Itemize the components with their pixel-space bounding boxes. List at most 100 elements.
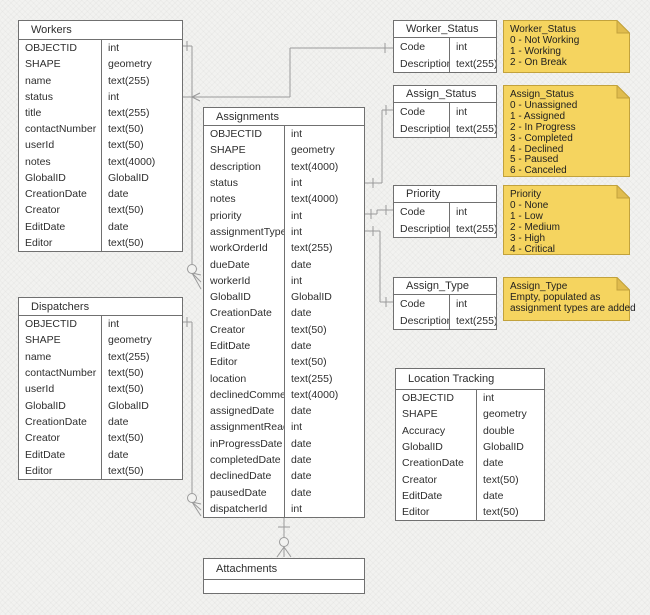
table-row: SHAPE geometry <box>19 332 182 348</box>
note-shape <box>503 277 630 321</box>
field-name: Code <box>400 40 426 53</box>
connector-assignments-status-to-assign-status-code[interactable] <box>365 105 393 188</box>
field-type: text(255) <box>456 122 496 135</box>
field-name: Editor <box>25 236 53 249</box>
note-fold-corner-icon <box>616 85 630 99</box>
table-attachments[interactable]: Attachments <box>203 558 365 594</box>
field-name: GlobalID <box>25 171 66 184</box>
column-divider <box>101 40 102 251</box>
note-body <box>503 85 630 177</box>
note-line: 0 - Not Working <box>510 34 580 46</box>
field-name: pausedDate <box>210 486 267 499</box>
column-divider <box>476 390 477 521</box>
field-type: text(50) <box>108 367 144 380</box>
field-type: date <box>483 489 504 502</box>
field-type: int <box>291 502 303 515</box>
note-fold-corner-icon <box>616 277 630 291</box>
column-divider <box>449 103 450 137</box>
field-type: int <box>483 392 495 405</box>
connector-workers-objectid-to-assignments-workerid[interactable] <box>183 41 202 290</box>
connector-segment <box>191 272 202 290</box>
field-type: date <box>291 437 312 450</box>
connector-segment <box>276 546 285 558</box>
field-name: SHAPE <box>210 144 246 157</box>
field-name: Editor <box>210 356 238 369</box>
table-row: Description text(255) <box>394 120 496 137</box>
field-name: OBJECTID <box>25 318 77 331</box>
field-name: SHAPE <box>25 334 61 347</box>
field-name: notes <box>210 193 236 206</box>
field-name: EditDate <box>25 220 66 233</box>
column-divider <box>101 316 102 479</box>
field-type: text(50) <box>108 123 144 136</box>
note-shape <box>503 185 630 255</box>
field-name: Description <box>400 314 449 327</box>
zero-or-many-circle-icon <box>279 537 289 547</box>
table-title: Assign_Status <box>394 86 496 103</box>
connector-assignments-to-attachments[interactable] <box>276 516 292 558</box>
field-name: Description <box>400 122 449 135</box>
field-type: date <box>291 307 312 320</box>
field-name: Code <box>400 105 426 118</box>
note-title: Assign_Type <box>510 281 568 292</box>
table-title: Attachments <box>204 559 364 580</box>
field-type: geometry <box>108 334 152 347</box>
field-name: contactNumber <box>25 367 97 380</box>
connector-workers-status-to-worker-status-code[interactable] <box>183 43 393 102</box>
field-type: date <box>291 405 312 418</box>
field-name: inProgressDate <box>210 437 283 450</box>
field-type: int <box>291 177 303 190</box>
field-type: text(255) <box>291 372 333 385</box>
note-title: Assign_Status <box>510 89 574 100</box>
field-name: Editor <box>25 464 53 477</box>
field-type: text(50) <box>483 473 519 486</box>
table-row: inProgressDate date <box>204 436 364 452</box>
field-name: Description <box>400 57 449 70</box>
connector-assignments-priority-to-priority-code[interactable] <box>365 205 393 219</box>
note-line: 1 - Assigned <box>510 110 566 122</box>
field-type: date <box>291 486 312 499</box>
field-type: date <box>483 457 504 470</box>
table-row: pausedDate date <box>204 485 364 501</box>
field-type: text(4000) <box>291 388 339 401</box>
field-name: userId <box>25 383 55 396</box>
field-type: text(50) <box>108 204 144 217</box>
field-type: int <box>291 128 303 141</box>
field-name: Description <box>400 222 449 235</box>
connector-dispatchers-objectid-to-assignments-dispatcherid[interactable] <box>183 317 202 517</box>
field-name: EditDate <box>25 448 66 461</box>
connector-assignments-assignmenttype-to-assign-type-code[interactable] <box>365 226 393 307</box>
